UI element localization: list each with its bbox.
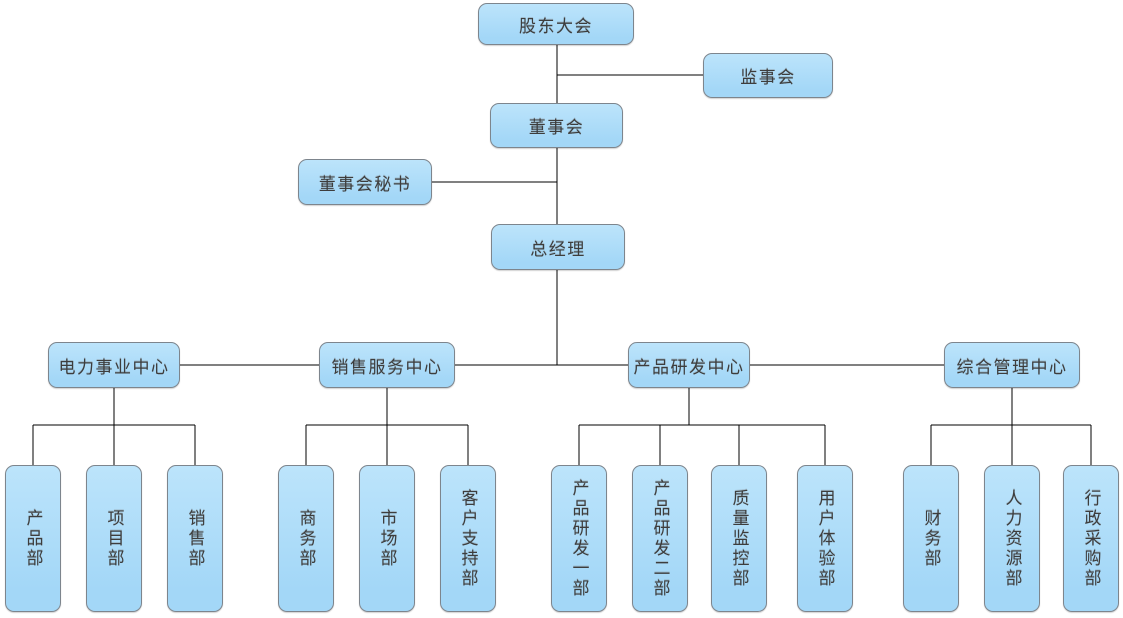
org-node-marketing-dept[interactable]: 市场部 [359,465,415,612]
org-node-admin-procurement-dept[interactable]: 行政采购部 [1063,465,1119,612]
org-node-general-manager[interactable]: 总经理 [491,224,625,270]
org-node-quality-monitoring-dept[interactable]: 质量监控部 [711,465,767,612]
org-node-shareholders-meeting[interactable]: 股东大会 [478,3,634,45]
org-node-project-dept[interactable]: 项目部 [86,465,142,612]
org-node-product-dept[interactable]: 产品部 [5,465,61,612]
org-node-sales-dept[interactable]: 销售部 [167,465,223,612]
org-node-supervisory-board[interactable]: 监事会 [703,53,833,98]
org-node-product-rd-dept-2[interactable]: 产品研发二部 [632,465,688,612]
org-node-sales-service-center[interactable]: 销售服务中心 [319,342,455,388]
connector-line-group [32,45,1092,465]
org-node-user-experience-dept[interactable]: 用户体验部 [797,465,853,612]
org-node-finance-dept[interactable]: 财务部 [903,465,959,612]
org-node-hr-dept[interactable]: 人力资源部 [984,465,1040,612]
org-node-power-business-center[interactable]: 电力事业中心 [48,342,180,388]
org-node-board-of-directors[interactable]: 董事会 [490,103,623,148]
org-node-board-secretary[interactable]: 董事会秘书 [298,159,432,205]
org-node-customer-support-dept[interactable]: 客户支持部 [440,465,496,612]
org-node-general-management-center[interactable]: 综合管理中心 [944,342,1080,388]
org-node-product-rd-dept-1[interactable]: 产品研发一部 [551,465,607,612]
org-node-product-rd-center[interactable]: 产品研发中心 [628,342,750,388]
org-node-business-dept[interactable]: 商务部 [278,465,334,612]
